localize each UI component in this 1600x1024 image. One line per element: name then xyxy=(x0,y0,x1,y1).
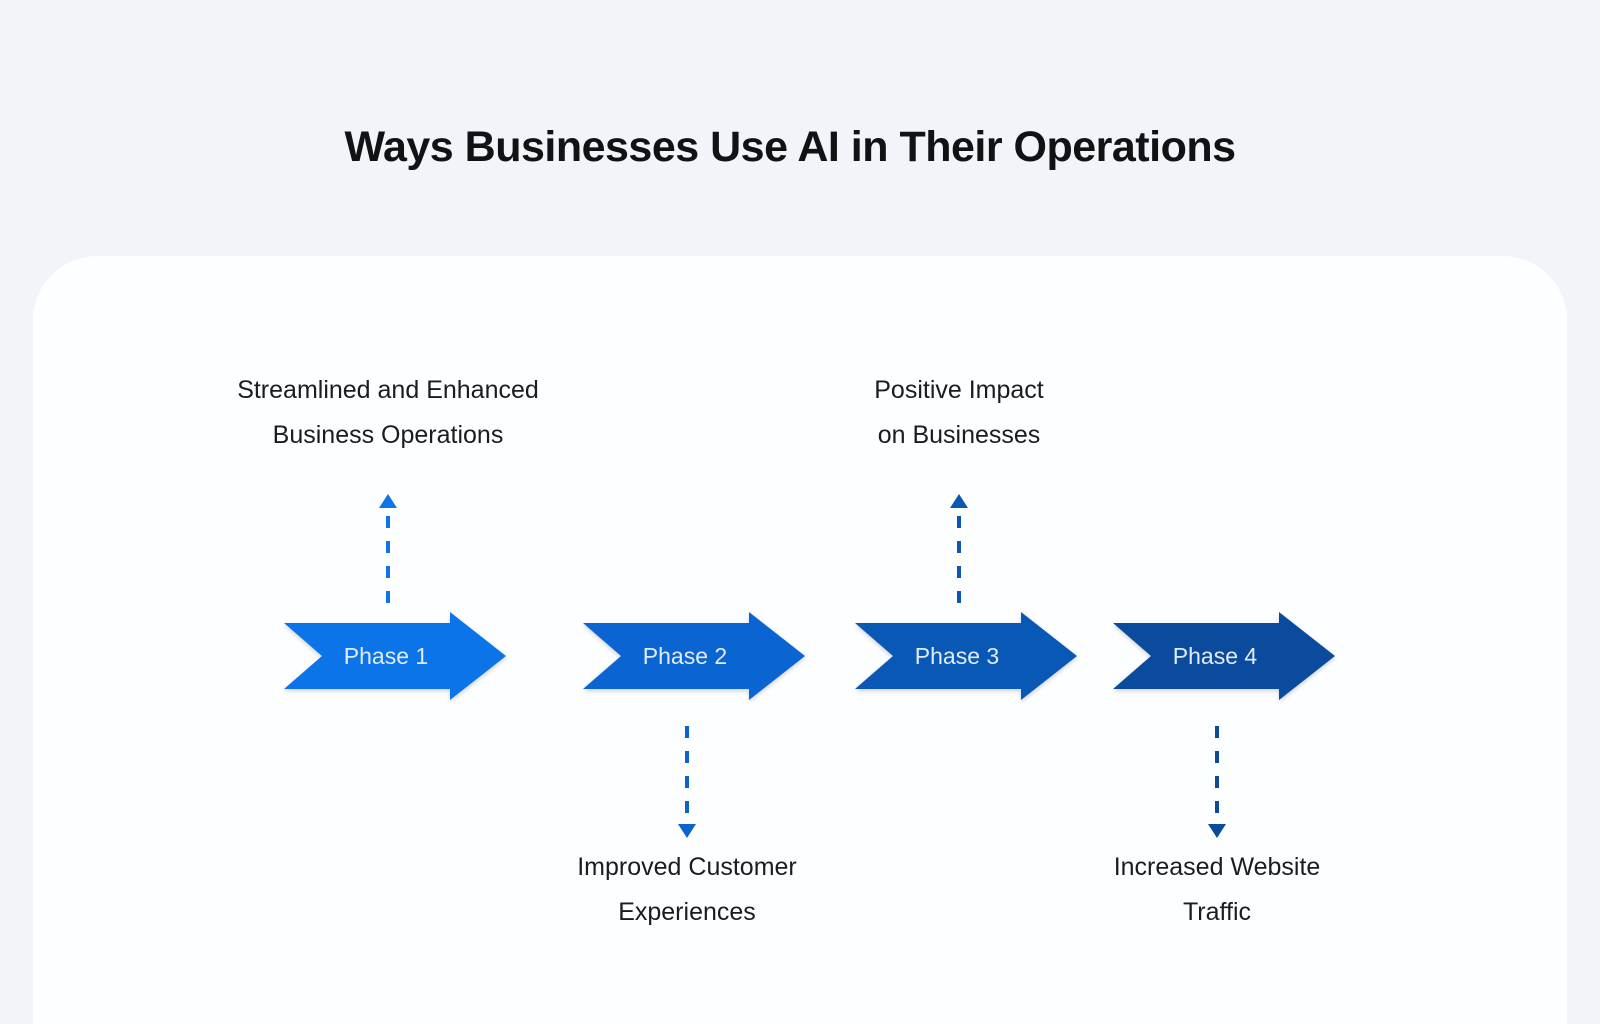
annotation-line: Traffic xyxy=(1182,898,1252,926)
phase-2-annotation: Improved Customer Experiences xyxy=(457,845,917,935)
phase-1-arrow-shape: Phase 1 xyxy=(284,612,506,700)
phase-4-dashed-connector xyxy=(1208,726,1226,838)
phase-2-label: Phase 2 xyxy=(643,643,727,669)
chevron-arrow-icon xyxy=(855,612,1077,700)
down-arrowhead-icon xyxy=(678,824,696,838)
phase-3-dashed-connector xyxy=(950,494,968,606)
annotation-line: Improved Customer xyxy=(577,853,797,881)
phase-4-label: Phase 4 xyxy=(1173,643,1258,669)
page-title: Ways Businesses Use AI in Their Operatio… xyxy=(344,123,1236,171)
annotation-line: Increased Website xyxy=(1113,853,1321,881)
down-arrowhead-icon xyxy=(1208,824,1226,838)
annotation-line: Experiences xyxy=(618,898,756,926)
phase-2-dashed-connector xyxy=(678,726,696,838)
annotation-line: on Businesses xyxy=(877,421,1041,449)
up-arrowhead-icon xyxy=(950,494,968,508)
annotation-line: Positive Impact xyxy=(874,376,1044,404)
up-arrowhead-icon xyxy=(379,494,397,508)
phase-3-label: Phase 3 xyxy=(915,643,999,669)
phase-1-label: Phase 1 xyxy=(344,643,428,669)
phase-2-arrow-shape: Phase 2 xyxy=(583,612,805,700)
phase-4-arrow-shape: Phase 4 xyxy=(1113,612,1335,700)
chevron-arrow-icon xyxy=(583,612,805,700)
annotation-line: Business Operations xyxy=(272,421,504,449)
phase-3-arrow-shape: Phase 3 xyxy=(855,612,1077,700)
chevron-arrow-icon xyxy=(284,612,506,700)
phase-4-annotation: Increased Website Traffic xyxy=(987,845,1447,935)
phase-1-annotation: Streamlined and Enhanced Business Operat… xyxy=(158,368,618,458)
phase-1-dashed-connector xyxy=(379,494,397,606)
annotation-line: Streamlined and Enhanced xyxy=(237,376,539,404)
chevron-arrow-icon xyxy=(1113,612,1335,700)
phase-3-annotation: Positive Impact on Businesses xyxy=(729,368,1189,458)
